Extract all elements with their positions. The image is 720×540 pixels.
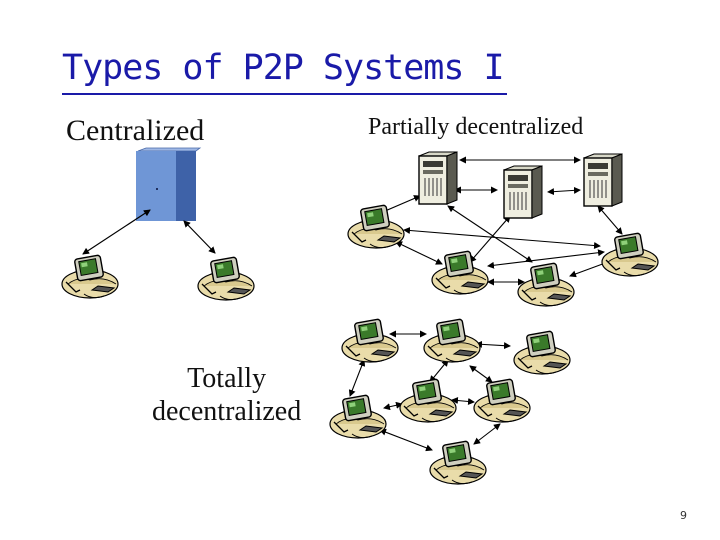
computer-icon bbox=[432, 251, 488, 294]
server-icon bbox=[419, 152, 457, 204]
server-icon bbox=[584, 154, 622, 206]
computer-icon bbox=[348, 205, 404, 248]
computer-icon bbox=[62, 255, 118, 298]
centralized-server bbox=[136, 148, 200, 221]
computer-icon bbox=[430, 441, 486, 484]
page-number: 9 bbox=[680, 509, 687, 522]
computer-icon bbox=[198, 257, 254, 300]
computer-icon bbox=[514, 331, 570, 374]
computer-icon bbox=[424, 319, 480, 362]
computer-icon bbox=[518, 263, 574, 306]
computer-icon bbox=[474, 379, 530, 422]
computer-icon bbox=[602, 233, 658, 276]
computer-icon bbox=[400, 379, 456, 422]
computer-icon bbox=[342, 319, 398, 362]
computer-icon bbox=[330, 395, 386, 438]
server-icon bbox=[504, 166, 542, 218]
